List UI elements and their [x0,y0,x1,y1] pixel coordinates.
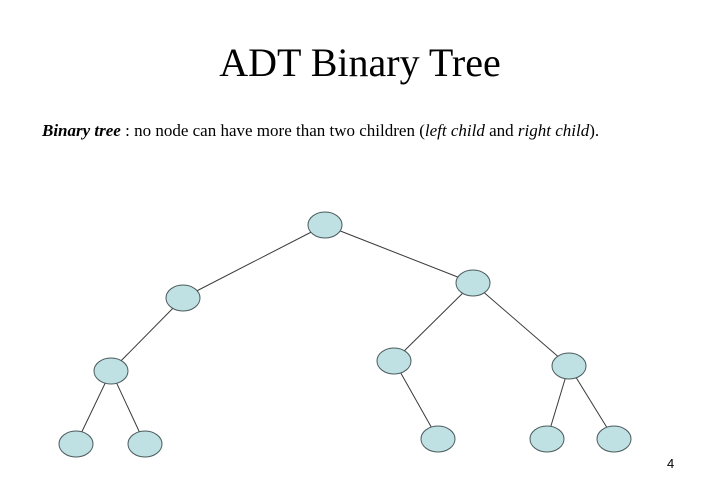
tree-edge [182,224,326,299]
tree-node [307,211,343,239]
tree-edge [393,282,474,362]
tree-node [93,357,129,385]
definition-term: Binary tree [42,121,121,140]
slide-title: ADT Binary Tree [219,40,501,85]
page-number: 4 [667,456,675,471]
definition-text: Binary tree : no node can have more than… [42,120,599,142]
tree-node [596,425,632,453]
right-child-label: right child [517,121,590,140]
tree-node [165,284,201,312]
tree-edges [75,224,615,445]
tree-node [455,269,491,297]
tree-nodes [58,211,632,458]
left-child-label: left child [424,121,485,140]
tree-node [551,352,587,380]
tree-edge [324,224,474,284]
tree-edge [393,360,439,440]
definition-text-2: and [484,121,518,140]
tree-edge [110,297,184,372]
definition-text-1: : no node can have more than two childre… [120,121,425,140]
definition-text-3: ). [589,121,600,140]
tree-node [376,347,412,375]
tree-node [420,425,456,453]
tree-node [529,425,565,453]
tree-node [127,430,163,458]
tree-node [58,430,94,458]
tree-edge [472,282,570,367]
